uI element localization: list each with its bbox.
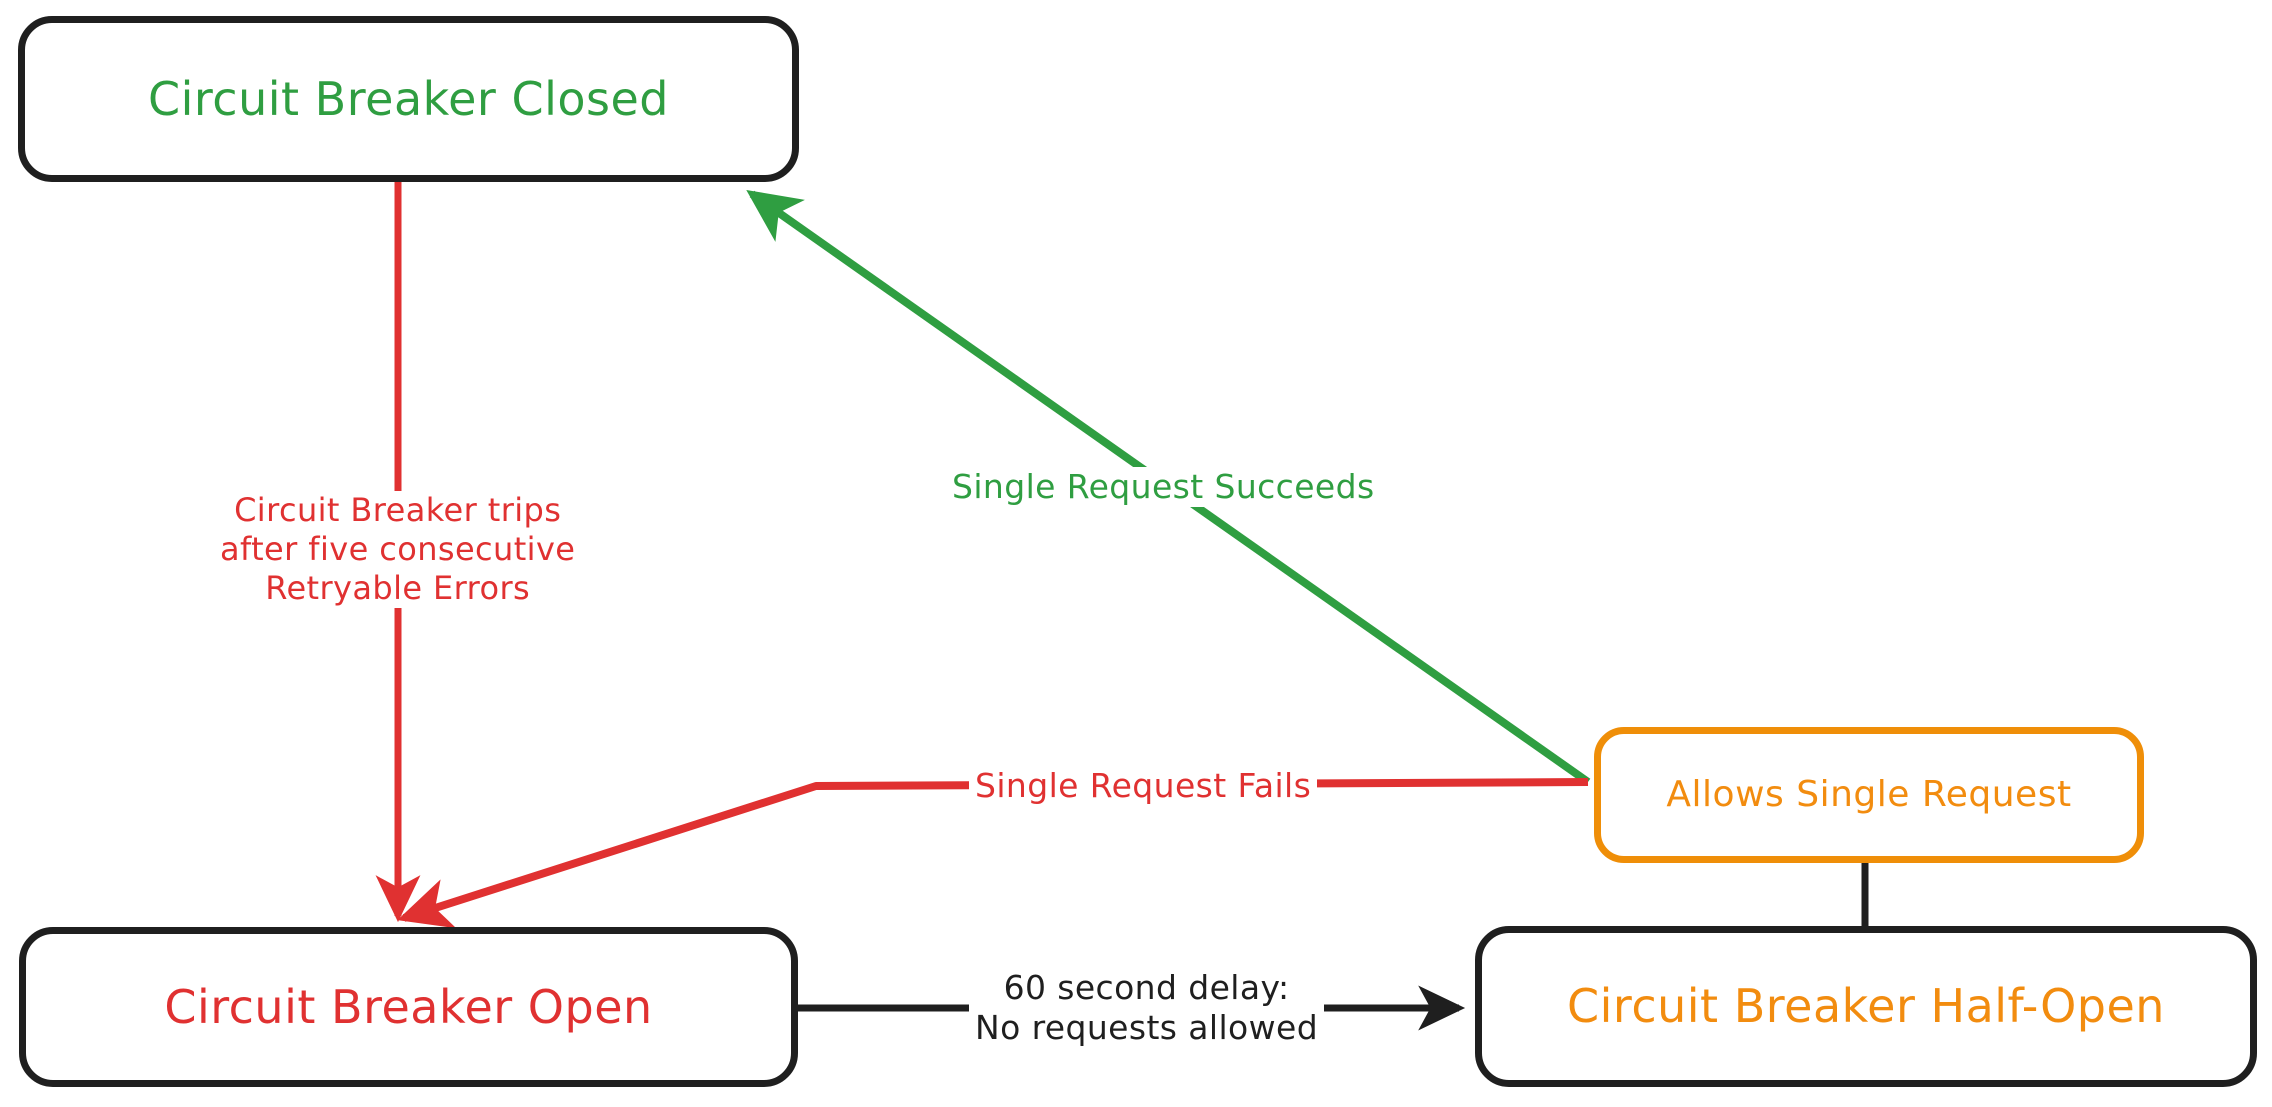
edge-label-60-second-delay: 60 second delay: No requests allowed (969, 968, 1325, 1049)
node-label-allows-single-request: Allows Single Request (1666, 774, 2072, 816)
node-circuit-breaker-open[interactable]: Circuit Breaker Open (19, 927, 798, 1087)
edge-label-circuit-breaker-trips: Circuit Breaker trips after five consecu… (214, 491, 582, 609)
edge-allows-to-open (397, 778, 1589, 929)
edge-label-single-request-fails: Single Request Fails (969, 766, 1318, 807)
node-label-half-open: Circuit Breaker Half-Open (1567, 979, 2165, 1034)
node-circuit-breaker-closed[interactable]: Circuit Breaker Closed (18, 16, 799, 182)
node-label-closed: Circuit Breaker Closed (148, 71, 669, 126)
edge-label-single-request-succeeds: Single Request Succeeds (946, 467, 1381, 508)
node-circuit-breaker-half-open[interactable]: Circuit Breaker Half-Open (1475, 926, 2257, 1087)
node-label-open: Circuit Breaker Open (164, 979, 653, 1034)
node-allows-single-request[interactable]: Allows Single Request (1594, 727, 2144, 863)
